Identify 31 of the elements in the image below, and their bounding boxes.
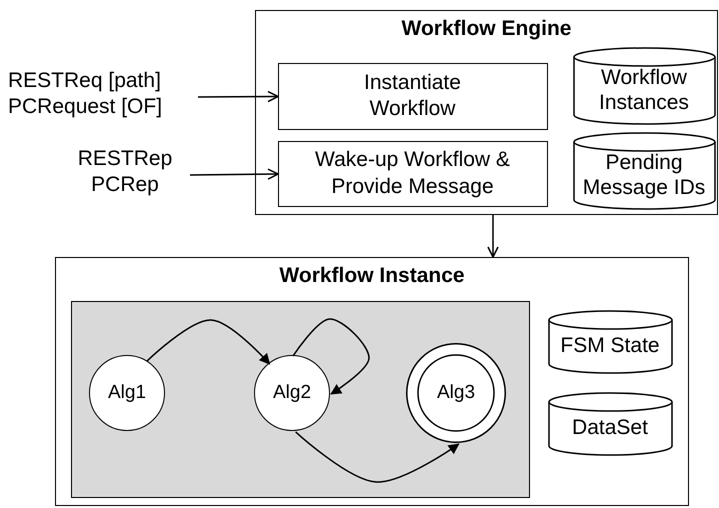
- arrow: [190, 168, 279, 180]
- arrow: [295, 431, 460, 483]
- container-box: [55, 257, 689, 506]
- state-label: Alg1: [108, 382, 146, 403]
- message-label: PCRep: [91, 173, 159, 196]
- process-label: Instantiate Workflow: [364, 70, 461, 120]
- arrow: [146, 319, 270, 365]
- state-machine-panel: [70, 300, 530, 498]
- message-label: RESTReq [path]: [8, 69, 161, 92]
- database-label: DataSet: [572, 416, 648, 440]
- arrow: [198, 90, 279, 102]
- message-label: RESTRep: [78, 147, 172, 170]
- container-title: Workflow Instance: [279, 264, 465, 287]
- database-cylinder: [572, 48, 716, 124]
- container-box: [255, 10, 718, 215]
- database-cylinder: [548, 310, 672, 372]
- database-label: Workflow Instances: [599, 66, 689, 114]
- container-title: Workflow Engine: [402, 17, 572, 40]
- database-cylinder: [572, 132, 716, 208]
- process-box: [278, 140, 548, 206]
- message-label: PCRequest [OF]: [8, 95, 162, 118]
- database-label: FSM State: [560, 334, 660, 358]
- arrow: [292, 318, 370, 395]
- process-box: [278, 62, 548, 130]
- database-cylinder: [548, 392, 672, 454]
- database-label: Pending Message IDs: [582, 150, 706, 199]
- final-state-circle: [406, 343, 506, 443]
- process-label: Wake-up Workflow & Provide Message: [315, 148, 510, 198]
- state-label: Alg2: [272, 382, 312, 403]
- state-label: Alg3: [436, 382, 476, 403]
- arrow: [487, 215, 499, 258]
